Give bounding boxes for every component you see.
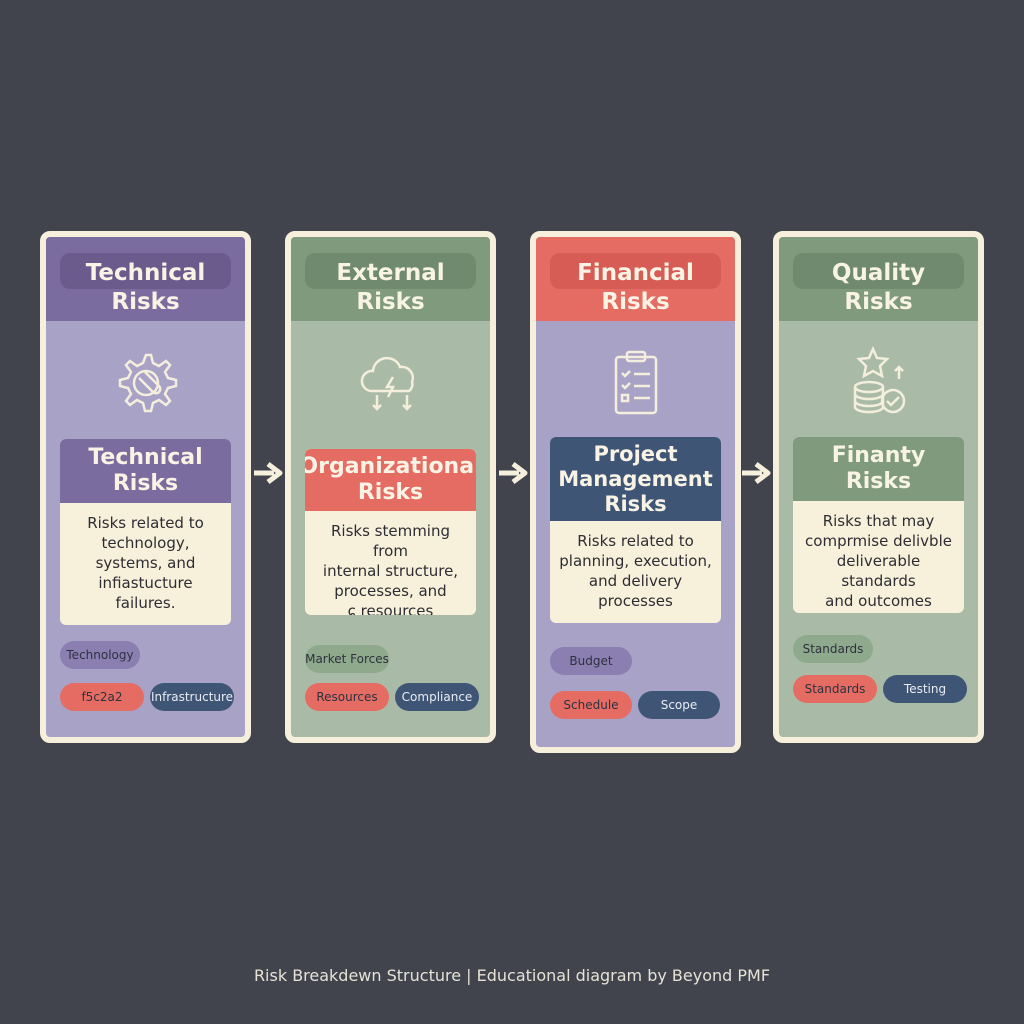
arrow-right-icon [254,462,283,484]
tag-market-forces: Market Forces [305,645,389,673]
title-pill [793,253,964,289]
sub-card: Organizational Risks Risks stemming from… [305,449,476,615]
clipboard-checklist-icon [596,343,676,423]
arrow-right-icon [742,462,771,484]
sub-card: Project Management Risks Risks related t… [550,437,721,623]
tag-scope: Scope [638,691,720,719]
storm-cloud-icon [351,343,431,423]
tag-testing: Testing [883,675,967,703]
sub-card: Finanty Risks Risks that may comprmise d… [793,437,964,613]
column-title: Financial Risks [577,260,694,315]
title-pill [305,253,476,289]
card-description: Risks related to technology, systems, an… [87,514,204,612]
tag-standards-2: Standards [793,675,877,703]
title-pill [550,253,721,289]
tag-schedule: Schedule [550,691,632,719]
column-title: Quality Risks [831,260,926,315]
tag-infrastructure: Infrastructure [150,683,234,711]
column-technical-risks: Technical Risks Technical Risks Risks re… [40,231,251,743]
star-coins-check-icon [839,343,919,423]
arrow-right-icon [499,462,528,484]
column-header: External Risks [291,237,490,321]
card-title: Project Management Risks [550,437,721,521]
tag-resources: Resources [305,683,389,711]
column-financial-risks: Financial Risks Project Management Risks… [530,231,741,753]
column-header: Quality Risks [779,237,978,321]
tag-f5c2a2: f5c2a2 [60,683,144,711]
column-title: External Risks [336,260,445,315]
tag-technology: Technology [60,641,140,669]
card-title: Finanty Risks [793,437,964,501]
title-pill [60,253,231,289]
tag-standards: Standards [793,635,873,663]
card-description: Risks that may comprmise delivble delive… [805,512,952,610]
diagram-caption: Risk Breakdewn Structure | Educational d… [253,966,771,985]
column-quality-risks: Quality Risks Finanty Risks Risks that m… [773,231,984,743]
column-header: Technical Risks [46,237,245,321]
column-title: Technical Risks [85,260,206,315]
gear-wrench-icon [106,343,186,423]
column-header: Financial Risks [536,237,735,321]
sub-card: Technical Risks Risks related to technol… [60,439,231,625]
card-title: Organizational Risks [305,449,476,511]
card-description: Risks stemming from internal structure, … [322,522,459,615]
card-description: Risks related to planning, execution, an… [559,532,712,610]
column-external-risks: External Risks Organizational Risks Risk… [285,231,496,743]
tag-compliance: Compliance [395,683,479,711]
tag-budget: Budget [550,647,632,675]
card-title: Technical Risks [60,439,231,503]
